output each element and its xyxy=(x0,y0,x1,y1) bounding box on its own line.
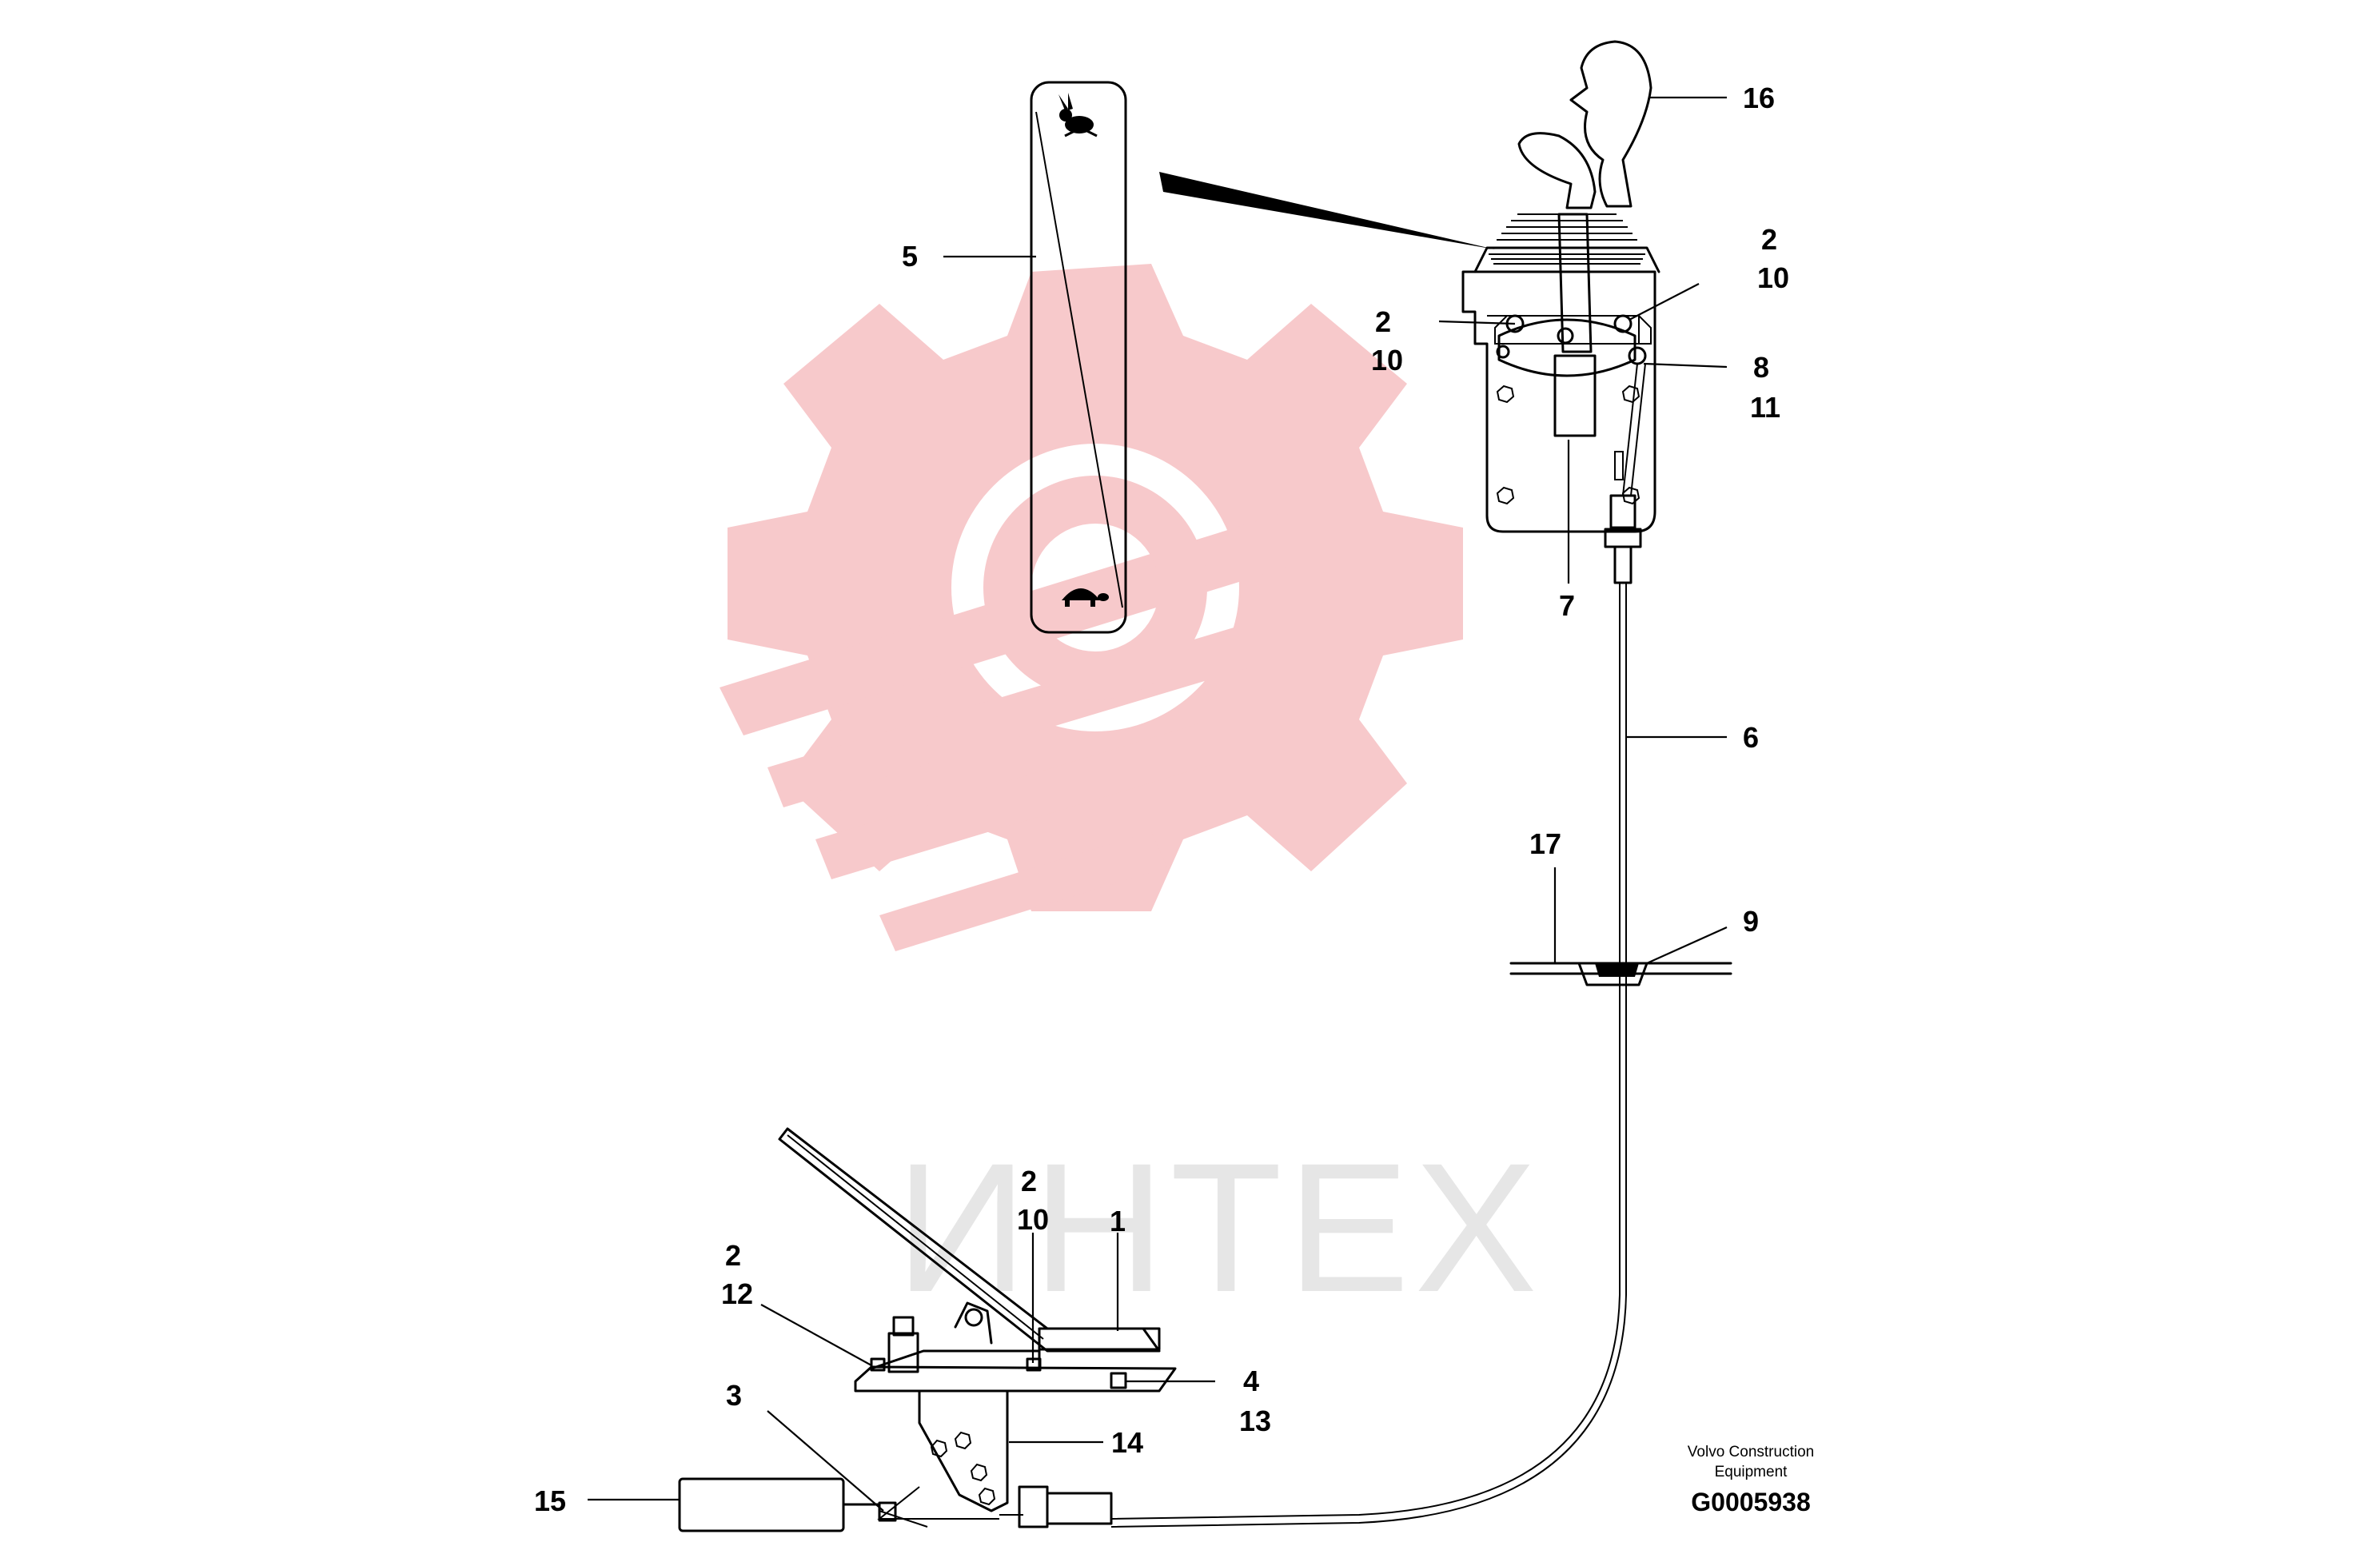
watermark-text: ИНТЕХ xyxy=(895,1125,1542,1330)
callout-2-12: 2 12 xyxy=(721,1239,753,1310)
callout-14: 14 xyxy=(1111,1426,1143,1459)
throttle-cable xyxy=(1110,583,1627,1528)
callout-4-13: 4 13 xyxy=(1239,1365,1271,1437)
callout-6: 6 xyxy=(1743,721,1759,754)
callout-2-10-left: 2 10 xyxy=(1371,305,1403,377)
figure-caption: Volvo Construction Equipment G0005938 xyxy=(1688,1444,1814,1516)
callout-7: 7 xyxy=(1559,589,1575,622)
turtle-icon xyxy=(1062,588,1109,607)
decal-pointer xyxy=(1159,172,1495,249)
callout-16: 16 xyxy=(1743,82,1775,114)
plate-bolts xyxy=(1496,385,1640,505)
caption-line-2: Equipment xyxy=(1715,1464,1788,1480)
callout-8-11: 8 11 xyxy=(1750,351,1780,424)
callout-3: 3 xyxy=(726,1379,742,1412)
caption-line-1: Volvo Construction xyxy=(1688,1444,1814,1460)
leader-lines xyxy=(588,96,1728,1512)
callout-1: 1 xyxy=(1110,1205,1126,1237)
hand-throttle-assembly xyxy=(1461,40,1660,584)
caption-code: G0005938 xyxy=(1691,1488,1810,1516)
callout-labels: 1 2 12 2 10 3 4 13 5 6 7 8 11 9 2 10 2 1… xyxy=(534,82,1789,1517)
callout-5: 5 xyxy=(902,240,918,273)
speed-decal xyxy=(1030,81,1127,634)
foot-pedal-assembly xyxy=(678,1127,1177,1532)
rabbit-icon xyxy=(1058,93,1098,137)
callout-9: 9 xyxy=(1743,905,1759,938)
floor-plate xyxy=(1509,962,1732,986)
callout-15: 15 xyxy=(534,1484,566,1517)
watermark-gear-logo: ИНТЕХ xyxy=(720,264,1542,1330)
callout-2-10-right: 2 10 xyxy=(1757,223,1789,294)
callout-17: 17 xyxy=(1529,827,1561,860)
callout-2-10-pedal: 2 10 xyxy=(1017,1165,1049,1236)
